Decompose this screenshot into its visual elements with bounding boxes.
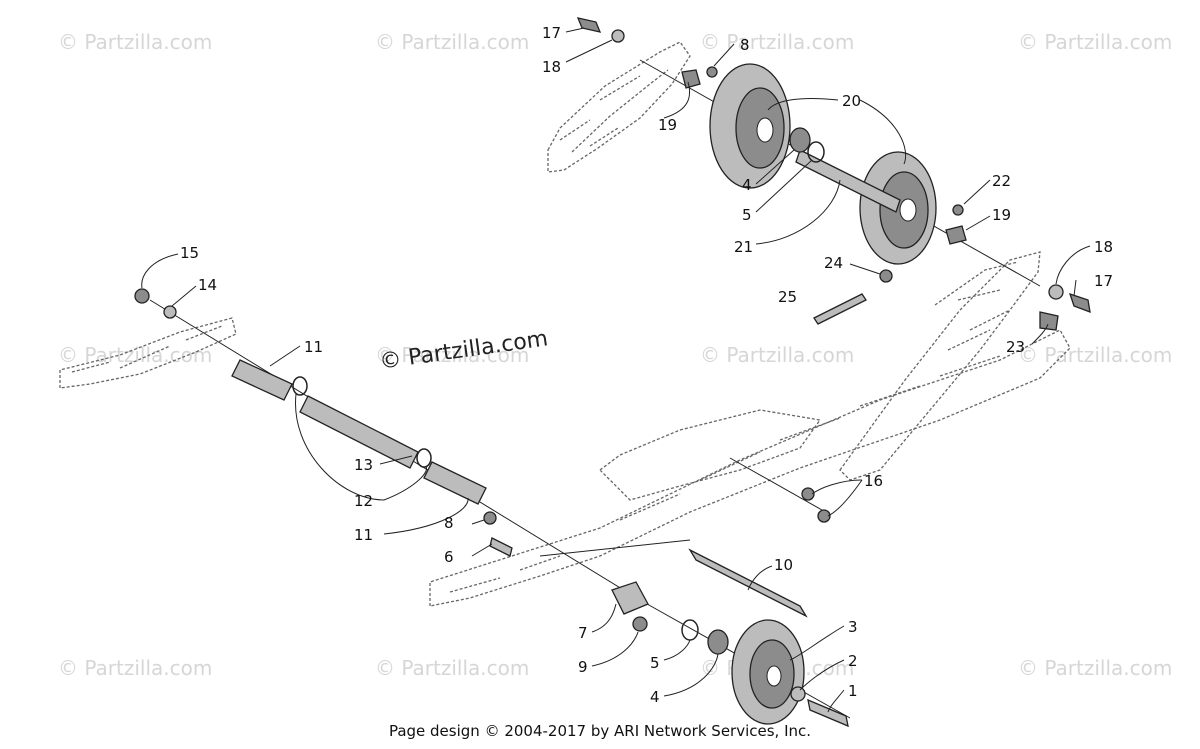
plug-23	[1039, 311, 1059, 331]
callout-18: 18	[542, 58, 561, 76]
callout-23: 23	[1006, 338, 1025, 356]
callout-11: 11	[354, 526, 373, 544]
main-rail-lower	[599, 409, 822, 501]
bracket-7	[611, 581, 649, 615]
callout-17: 17	[542, 24, 561, 42]
callout-7: 7	[578, 624, 588, 642]
watermark: © Partzilla.com	[375, 343, 530, 367]
callout-1: 1	[848, 682, 858, 700]
watermark: © Partzilla.com	[375, 656, 530, 680]
nut-8-top	[706, 66, 718, 78]
callout-16: 16	[864, 472, 883, 490]
callout-25: 25	[778, 288, 797, 306]
watermark: © Partzilla.com	[58, 30, 213, 54]
washer-14	[163, 305, 177, 319]
nut-9	[632, 616, 648, 632]
upper-rail-left-inner	[559, 69, 669, 153]
callout-11: 11	[304, 338, 323, 356]
bolt16-line	[729, 457, 823, 511]
watermark: © Partzilla.com	[700, 30, 855, 54]
callout-9: 9	[578, 658, 588, 676]
bolt-16-a	[801, 487, 815, 501]
upper-idler-wheel-front	[709, 63, 791, 189]
callout-24: 24	[824, 254, 843, 272]
watermark: © Partzilla.com	[700, 343, 855, 367]
watermark: © Partzilla.com	[375, 30, 530, 54]
callout-5: 5	[742, 206, 752, 224]
bolt10-line	[539, 539, 691, 557]
callout-5: 5	[650, 654, 660, 672]
ring-12-right	[416, 448, 432, 468]
bolt-17-right	[1068, 292, 1091, 314]
bearing-upper	[789, 127, 811, 153]
callout-6: 6	[444, 548, 454, 566]
callout-19: 19	[658, 116, 677, 134]
callout-18: 18	[1094, 238, 1113, 256]
end-cap-upper-right	[945, 225, 967, 245]
left-rail-stub-inner	[71, 325, 223, 373]
nut-24	[879, 269, 893, 283]
callout-19: 19	[992, 206, 1011, 224]
callout-4: 4	[650, 688, 660, 706]
bearing-lower	[707, 629, 729, 655]
callout-20: 20	[842, 92, 861, 110]
watermark: © Partzilla.com	[1018, 343, 1173, 367]
callout-17: 17	[1094, 272, 1113, 290]
callout-13: 13	[354, 456, 373, 474]
upper-rail-left	[547, 41, 691, 173]
callout-22: 22	[992, 172, 1011, 190]
main-rail	[429, 329, 1071, 607]
callout-15: 15	[180, 244, 199, 262]
ring-12-left	[292, 376, 308, 396]
left-rail-stub	[59, 317, 237, 389]
callout-3: 3	[848, 618, 858, 636]
snap-ring-lower	[681, 619, 699, 641]
spacer-13	[299, 395, 419, 469]
spacer-11-left	[231, 359, 293, 401]
upper-rail-right-inner	[934, 261, 1019, 351]
bolt-6	[489, 537, 513, 557]
callout-10: 10	[774, 556, 793, 574]
callout-4: 4	[742, 176, 752, 194]
callout-14: 14	[198, 276, 217, 294]
page-footer: Page design © 2004-2017 by ARI Network S…	[388, 722, 812, 740]
callout-8: 8	[740, 36, 750, 54]
snap-ring-upper	[807, 141, 825, 163]
upper-rail-right	[839, 251, 1041, 481]
lower-idler-wheel	[731, 619, 805, 725]
bolt-16-b	[817, 509, 831, 523]
watermark: © Partzilla.com	[1018, 656, 1173, 680]
bolt-25	[813, 293, 867, 325]
callout-12: 12	[354, 492, 373, 510]
nut-8-lower	[483, 511, 497, 525]
axle	[795, 149, 901, 213]
washer-18-right	[1048, 284, 1064, 300]
end-cap-upper-left	[681, 69, 701, 89]
main-rail-details	[449, 355, 1001, 593]
nut-22	[952, 204, 964, 216]
watermark: © Partzilla.com	[58, 656, 213, 680]
bolt-10	[688, 548, 808, 618]
callout-2: 2	[848, 652, 858, 670]
callout-8: 8	[444, 514, 454, 532]
spacer-11-right	[423, 461, 487, 505]
bolt-17-top	[576, 17, 602, 33]
washer-18-top	[611, 29, 625, 43]
bolt-1	[807, 698, 849, 728]
washer-2	[790, 686, 806, 702]
callout-21: 21	[734, 238, 753, 256]
watermark: © Partzilla.com	[1018, 30, 1173, 54]
nut-15	[134, 288, 150, 304]
watermark: © Partzilla.com	[58, 343, 213, 367]
